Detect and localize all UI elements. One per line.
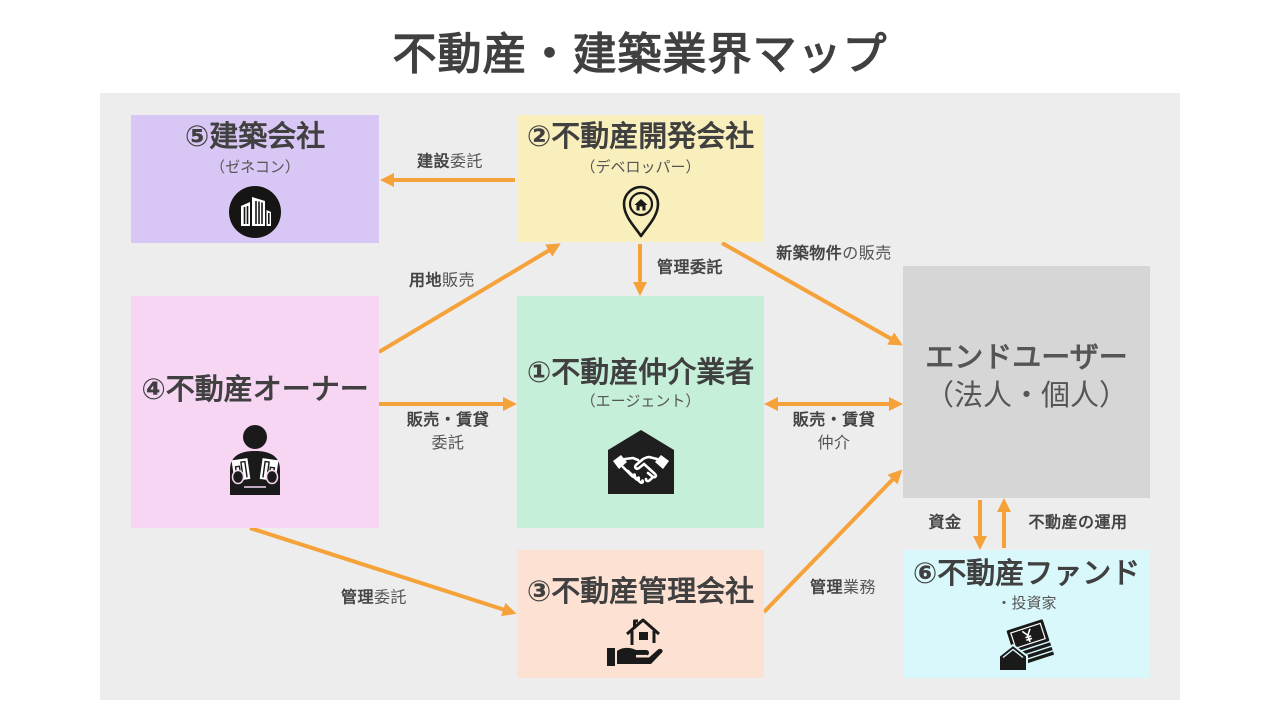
node-title: エンドユーザー (925, 342, 1128, 374)
arrow-owner-to-management (249, 526, 517, 617)
node-real-estate-agent: ①不動産仲介業者 （エージェント） (517, 296, 764, 528)
node-title: ①不動産仲介業者 (526, 357, 755, 389)
edge-label-normal: 委託 (374, 589, 408, 607)
edge-label-land-sale: 用地販売 (409, 270, 475, 293)
node-title: ③不動産管理会社 (526, 576, 755, 608)
edge-label-funds: 資金 (928, 512, 961, 535)
handshake-house-icon (607, 430, 674, 494)
node-subtitle: （法人・個人） (924, 380, 1128, 412)
node-title: ④不動産オーナー (141, 374, 369, 406)
map-pin-house-icon (622, 185, 659, 238)
owner-holding-properties-icon (230, 425, 280, 495)
edge-label-sale-lease-brokerage: 販売・賃貸 仲介 (793, 409, 876, 455)
arrow-owner-to-developer (377, 243, 561, 354)
edge-label-bold: 新築物件 (776, 245, 843, 263)
node-construction-company: ⑤建築会社 （ゼネコン） (131, 115, 379, 243)
edge-label-asset-management: 不動産の運用 (1028, 512, 1127, 535)
edge-label-bold: 販売・賃貸 (792, 412, 876, 429)
node-real-estate-owner: ④不動産オーナー (131, 296, 379, 528)
page-title: 不動産・建築業界マップ (392, 30, 888, 79)
edge-label-normal: 仲介 (817, 435, 851, 452)
node-subtitle: （デベロッパー） (580, 159, 701, 176)
edge-label-normal: の販売 (842, 245, 892, 263)
edge-label-bold: 管理 (340, 589, 374, 607)
node-title: ②不動産開発会社 (526, 121, 755, 153)
edge-label-sale-lease-contract: 販売・賃貸 委託 (407, 409, 490, 455)
edge-label-management-contract: 管理委託 (341, 587, 407, 610)
building-icon (229, 186, 281, 238)
node-real-estate-developer: ②不動産開発会社 （デベロッパー） (517, 115, 764, 242)
edge-label-bold: 建設 (416, 153, 450, 171)
edge-label-bold: 用地 (408, 272, 442, 290)
edge-label-construction-contract: 建設委託 (417, 151, 483, 174)
edge-label-normal: 委託 (431, 435, 465, 452)
node-subtitle: （エージェント） (580, 393, 701, 410)
node-end-user: エンドユーザー （法人・個人） (903, 266, 1150, 498)
node-property-management-company: ③不動産管理会社 (517, 550, 764, 678)
arrow-management-to-end-user (762, 469, 903, 614)
arrow-developer-to-end-user (721, 241, 903, 346)
edge-label-management-services: 管理業務 (810, 577, 876, 600)
hand-holding-house-icon (606, 618, 663, 666)
edge-label-normal: 委託 (450, 153, 484, 171)
edge-label-bold: 管理 (809, 579, 843, 597)
edge-label-normal: 業務 (843, 579, 877, 597)
node-title: ⑥不動産ファンド (912, 558, 1141, 590)
edge-label-bold: 販売・賃貸 (406, 412, 490, 429)
edge-label-new-property-sale: 新築物件の販売 (776, 243, 892, 266)
node-real-estate-fund: ⑥不動産ファンド ・投資家 (903, 550, 1150, 678)
node-subtitle: ・投資家 (996, 595, 1057, 612)
edge-label-bold: 不動産の運用 (1028, 514, 1128, 532)
edge-label-bold: 資金 (928, 514, 962, 532)
yen-bills-house-icon (997, 619, 1054, 672)
edge-label-bold: 管理委託 (656, 259, 724, 277)
node-title: ⑤建築会社 (184, 121, 326, 153)
edge-label-management-outsourcing: 管理委託 (657, 257, 723, 280)
edge-label-normal: 販売 (442, 272, 476, 290)
node-subtitle: （ゼネコン） (210, 159, 300, 176)
